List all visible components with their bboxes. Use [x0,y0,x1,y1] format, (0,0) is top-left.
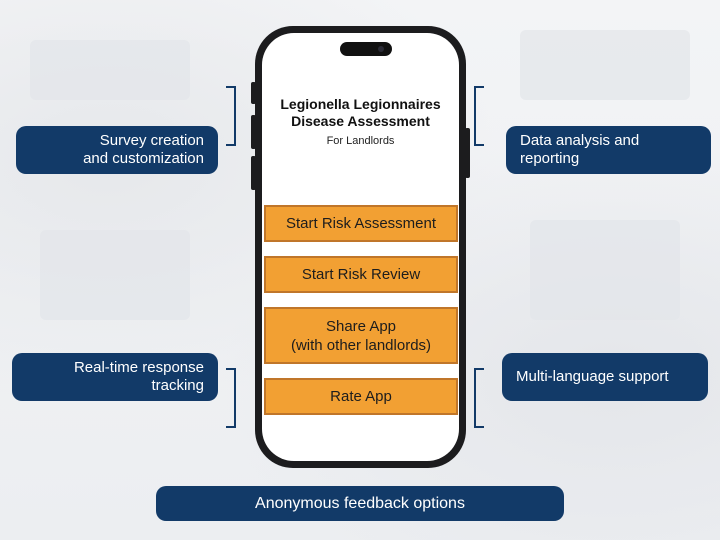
app-title: Legionella Legionnaires Disease Assessme… [262,96,459,130]
feature-line1: Real-time response [73,359,204,376]
button-label: Start Risk Review [301,266,421,283]
feature-line2: tracking [151,377,204,394]
feature-multi-language: Multi-language support [502,353,708,401]
app-title-line1: Legionella Legionnaires [280,96,441,112]
phone-side-button [251,156,256,190]
app-subtitle: For Landlords [326,135,395,147]
feature-real-time-tracking: Real-time response tracking [12,353,218,401]
background-shape [530,220,680,320]
bracket-top-right [474,86,484,146]
feature-survey-creation: Survey creation and customization [16,126,218,174]
feature-line1: Data analysis and [520,132,640,149]
start-risk-review-button[interactable]: Start Risk Review [264,256,458,293]
button-label: Rate App [330,388,392,405]
start-risk-assessment-button[interactable]: Start Risk Assessment [264,205,458,242]
phone-frame: Legionella Legionnaires Disease Assessme… [255,26,466,468]
rate-app-button[interactable]: Rate App [264,378,458,415]
background-shape [40,230,190,320]
background-shape [520,30,690,100]
feature-line2: and customization [83,150,204,167]
button-label-line1: Share App [325,317,397,335]
feature-data-analysis: Data analysis and reporting [506,126,711,174]
share-app-button[interactable]: Share App (with other landlords) [264,307,458,364]
phone-screen: Legionella Legionnaires Disease Assessme… [262,33,459,461]
dynamic-island [340,42,392,56]
feature-line1: Survey creation [99,132,204,149]
button-label-line2: (with other landlords) [290,336,432,354]
phone-side-button [251,82,256,104]
bracket-bottom-right [474,368,484,428]
bracket-top-left [226,86,236,146]
feature-line2: reporting [520,150,580,167]
button-label: Start Risk Assessment [285,215,437,232]
phone-side-button [251,115,256,149]
phone-power-button [465,128,470,178]
app-title-line2: Disease Assessment [291,113,430,129]
feature-anonymous-feedback: Anonymous feedback options [156,486,564,521]
camera-icon [378,46,384,52]
background-shape [30,40,190,100]
bracket-bottom-left [226,368,236,428]
feature-line1: Anonymous feedback options [255,494,465,512]
feature-line1: Multi-language support [516,368,669,385]
